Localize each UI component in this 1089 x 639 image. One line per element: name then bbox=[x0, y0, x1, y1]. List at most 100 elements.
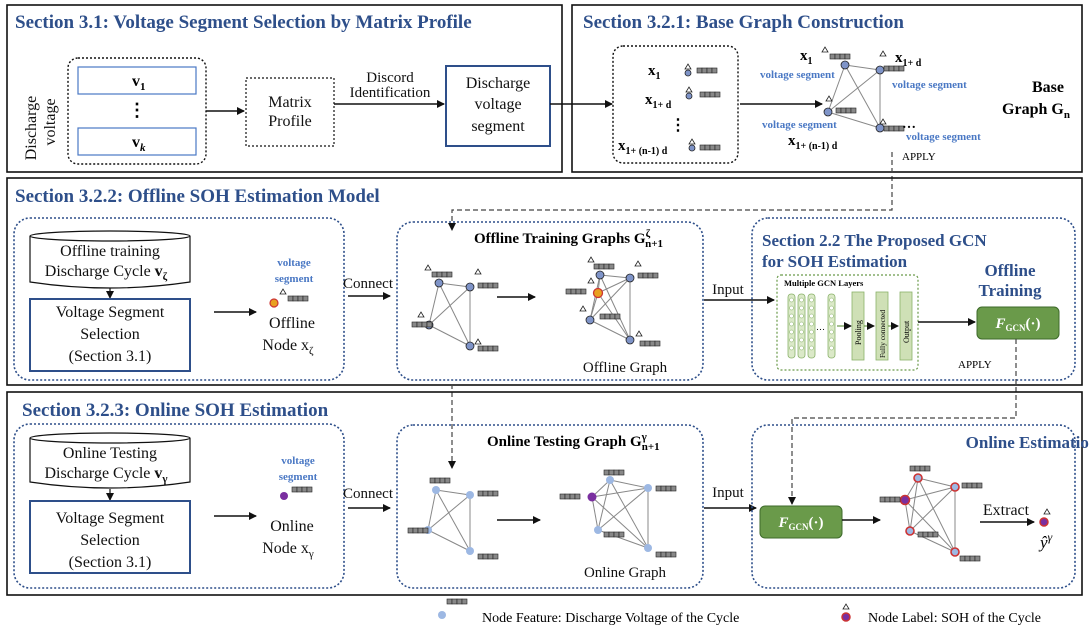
online-fgcn-sub: GCN bbox=[789, 522, 810, 532]
vz: v bbox=[155, 263, 163, 280]
discharge-voltage-label: Discharge bbox=[23, 96, 40, 161]
x-ellipsis: ⋮ bbox=[670, 117, 686, 134]
svg-text:FGCN(·): FGCN(·) bbox=[994, 316, 1040, 333]
estimated-graph bbox=[879, 465, 983, 562]
v1-sub: 1 bbox=[140, 81, 146, 93]
offline-node-sub: ζ bbox=[309, 345, 314, 357]
legend: Node Feature: Discharge Voltage of the C… bbox=[438, 598, 1041, 626]
matrix-profile-line1: Matrix bbox=[268, 94, 312, 111]
offline-training-line1: Offline training bbox=[60, 243, 160, 260]
x1d-sub: 1+ d bbox=[653, 100, 672, 111]
online-graph-sup: γ bbox=[641, 431, 647, 443]
legend-feature-text: Node Feature: Discharge Voltage of the C… bbox=[482, 611, 739, 626]
matrix-profile-line2: Profile bbox=[268, 113, 312, 130]
segment-line2: voltage bbox=[474, 96, 521, 113]
online-input: Input bbox=[712, 485, 744, 501]
online-graph-caption: Online Graph bbox=[584, 565, 667, 581]
apply-path-2 bbox=[788, 339, 1017, 505]
offline-node-1: Offline bbox=[269, 315, 315, 332]
online-base-graph bbox=[407, 477, 499, 560]
graph-xn-sub: 1+ (n-1) d bbox=[796, 141, 838, 152]
output-label: Output bbox=[902, 320, 911, 343]
discord-label-1: Discord bbox=[366, 70, 414, 86]
offline-sel-1: Voltage Segment bbox=[56, 304, 165, 321]
online-graph bbox=[559, 469, 677, 558]
segment-list-group bbox=[612, 45, 739, 164]
gcn-architecture: Multiple GCN Layers … Pooling Fully conn… bbox=[776, 274, 919, 371]
soh-output-node bbox=[1039, 517, 1049, 527]
svg-text:x1: x1 bbox=[800, 48, 813, 67]
base-graph bbox=[821, 46, 905, 133]
online-testing-line1: Online Testing bbox=[63, 445, 157, 462]
section-3-2-2-title: Section 3.2.2: Offline SOH Estimation Mo… bbox=[15, 186, 380, 207]
extract-label: Extract bbox=[983, 502, 1030, 519]
section-3-1-panel: Section 3.1: Voltage Segment Selection b… bbox=[6, 4, 613, 173]
online-connect: Connect bbox=[343, 486, 394, 502]
offline-node-dot bbox=[269, 298, 279, 308]
online-testing-line2: Discharge Cycle bbox=[44, 465, 154, 482]
discharge-voltage-label-2: voltage bbox=[42, 98, 59, 145]
online-fgcn-arg: (·) bbox=[809, 515, 824, 531]
segment-line1: Discharge bbox=[466, 75, 531, 92]
offline-base-graph bbox=[411, 264, 499, 352]
graph-x1-sub: 1 bbox=[808, 56, 813, 67]
online-estimation-title: Online Estimation bbox=[966, 433, 1089, 452]
svg-text:Offline Training Graphs Gζn+1: Offline Training Graphs Gζn+1 bbox=[474, 228, 663, 250]
legend-feature-dot bbox=[438, 611, 446, 619]
vs-label-2: voltage segment bbox=[892, 79, 967, 91]
legend-label-dot bbox=[841, 612, 851, 622]
online-sel-1: Voltage Segment bbox=[56, 510, 165, 527]
offline-vs-1: voltage bbox=[277, 257, 311, 269]
svg-text:Node xζ: Node xζ bbox=[262, 337, 314, 357]
x1-sub: 1 bbox=[656, 71, 661, 82]
vs-label-3: voltage segment bbox=[762, 119, 837, 131]
gcn-dots: … bbox=[816, 322, 825, 332]
section-3-2-2-panel: Section 3.2.2: Offline SOH Estimation Mo… bbox=[6, 177, 1083, 386]
yhat-sup: γ bbox=[1048, 530, 1053, 544]
apply-path-1 bbox=[448, 152, 893, 231]
graph-x1d: x bbox=[895, 50, 903, 66]
discharge-segment-box bbox=[445, 65, 551, 147]
online-fgcn: F bbox=[777, 515, 788, 531]
svg-text:Discharge Cycle vγ: Discharge Cycle vγ bbox=[44, 465, 167, 485]
offline-graphs-sup: ζ bbox=[646, 228, 651, 240]
yhat: ŷ bbox=[1038, 533, 1048, 552]
graph-ellipsis: … bbox=[902, 117, 916, 132]
online-node-dot bbox=[280, 492, 288, 500]
xn-sub: 1+ (n-1) d bbox=[626, 146, 668, 157]
base-graph-sub: n bbox=[1064, 109, 1070, 121]
offline-input: Input bbox=[712, 282, 744, 298]
gcn-title-1: Section 2.2 The Proposed GCN bbox=[762, 231, 987, 250]
svg-text:Discharge Cycle vζ: Discharge Cycle vζ bbox=[45, 263, 168, 283]
online-vs-1: voltage bbox=[281, 455, 315, 467]
offline-graphs-title: Offline Training Graphs G bbox=[474, 231, 646, 247]
offline-sel-2: Selection bbox=[80, 326, 140, 343]
graph-x1: x bbox=[800, 48, 808, 64]
apply-label-1: APPLY bbox=[902, 151, 936, 163]
offline-node-2: Node x bbox=[262, 337, 309, 354]
offline-graph bbox=[565, 256, 661, 347]
base-graph-title-2: Graph G bbox=[1002, 101, 1064, 118]
section-3-2-1-panel: Section 3.2.1: Base Graph Construction x… bbox=[571, 4, 1083, 173]
segment-line3: segment bbox=[471, 118, 525, 135]
offline-graphs-sub: n+1 bbox=[645, 238, 663, 250]
vg: v bbox=[154, 465, 162, 482]
voltage-vk-box bbox=[77, 127, 197, 156]
svg-text:x1+ d: x1+ d bbox=[645, 92, 672, 111]
offline-fgcn-sub: GCN bbox=[1006, 323, 1027, 333]
svg-text:FGCN(·): FGCN(·) bbox=[777, 515, 823, 532]
offline-fgcn-box bbox=[976, 306, 1060, 340]
gcn-layers-label: Multiple GCN Layers bbox=[784, 278, 864, 288]
matrix-profile-box bbox=[245, 77, 335, 147]
voltage-v1-box bbox=[77, 66, 197, 95]
offline-training-a: Offline bbox=[985, 261, 1036, 280]
offline-sel-3: (Section 3.1) bbox=[69, 348, 152, 365]
graph-x1d-sub: 1+ d bbox=[903, 58, 922, 69]
fc-label: Fully connected bbox=[878, 310, 887, 358]
online-fgcn-box bbox=[759, 505, 843, 539]
section-3-2-1-title: Section 3.2.1: Base Graph Construction bbox=[583, 12, 904, 33]
svg-text:x1+ (n-1) d: x1+ (n-1) d bbox=[618, 138, 668, 157]
offline-fgcn: F bbox=[994, 316, 1005, 332]
v1-label: v bbox=[132, 73, 140, 90]
online-graph-sub: n+1 bbox=[642, 441, 660, 453]
